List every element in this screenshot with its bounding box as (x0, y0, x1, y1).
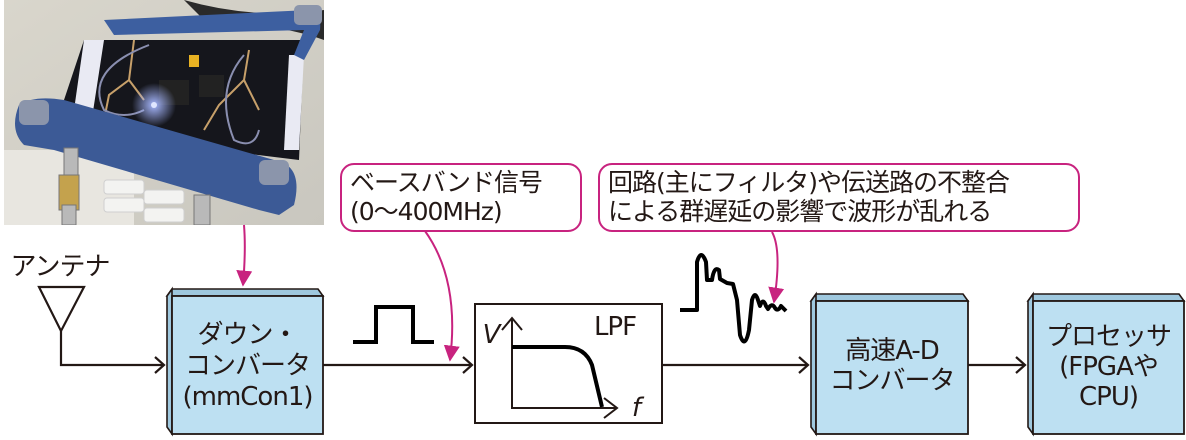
downconverter-label: ダウン・ コンバータ (mmCon1) (172, 320, 323, 413)
distortion-callout: 回路(主にフィルタ)や伝送路の不整合 による群遅延の影響で波形が乱れる (598, 163, 1080, 232)
downconverter-label-line3: (mmCon1) (182, 382, 313, 412)
processor-label: プロセッサ (FPGAや CPU) (1033, 322, 1184, 412)
processor-label-line1: プロセッサ (1045, 322, 1172, 352)
photo-pointer-arrow (236, 224, 253, 287)
downconverter-label-line2: コンバータ (184, 351, 311, 381)
lpf-v-axis-label: V (482, 320, 501, 350)
lpf-f-axis-label: f (631, 393, 641, 423)
processor-block (1026, 291, 1186, 437)
lpf-label: LPF (593, 312, 637, 342)
adc-label: 高速A-D コンバータ (816, 336, 968, 396)
baseband-callout-line1: ベースバンド信号 (350, 168, 543, 197)
processor-label-line2: (FPGAや (1059, 352, 1159, 382)
lpf-block (474, 303, 663, 424)
lpf-response-curve (512, 345, 604, 408)
baseband-callout: ベースバンド信号 (0～400MHz) (340, 163, 582, 232)
distortion-callout-line2: による群遅延の影響で波形が乱れる (608, 197, 992, 226)
baseband-callout-line2: (0～400MHz) (350, 197, 503, 226)
mmcon1-photo (4, 0, 324, 225)
antenna-symbol (37, 285, 166, 374)
adc-label-line2: コンバータ (829, 366, 955, 396)
downconverter-label-line1: ダウン・ (197, 320, 298, 350)
adc-label-line1: 高速A-D (845, 336, 940, 366)
distortion-pointer-arrow (768, 231, 785, 304)
antenna-label: アンテナ (10, 252, 111, 282)
distorted-waveform (680, 253, 788, 344)
square-pulse-waveform (353, 305, 434, 344)
distortion-callout-line1: 回路(主にフィルタ)や伝送路の不整合 (608, 168, 1010, 197)
baseband-pointer-arrow (424, 230, 460, 362)
downconverter-block (165, 286, 325, 437)
adc-block (809, 291, 970, 437)
processor-label-line3: CPU) (1078, 382, 1139, 412)
